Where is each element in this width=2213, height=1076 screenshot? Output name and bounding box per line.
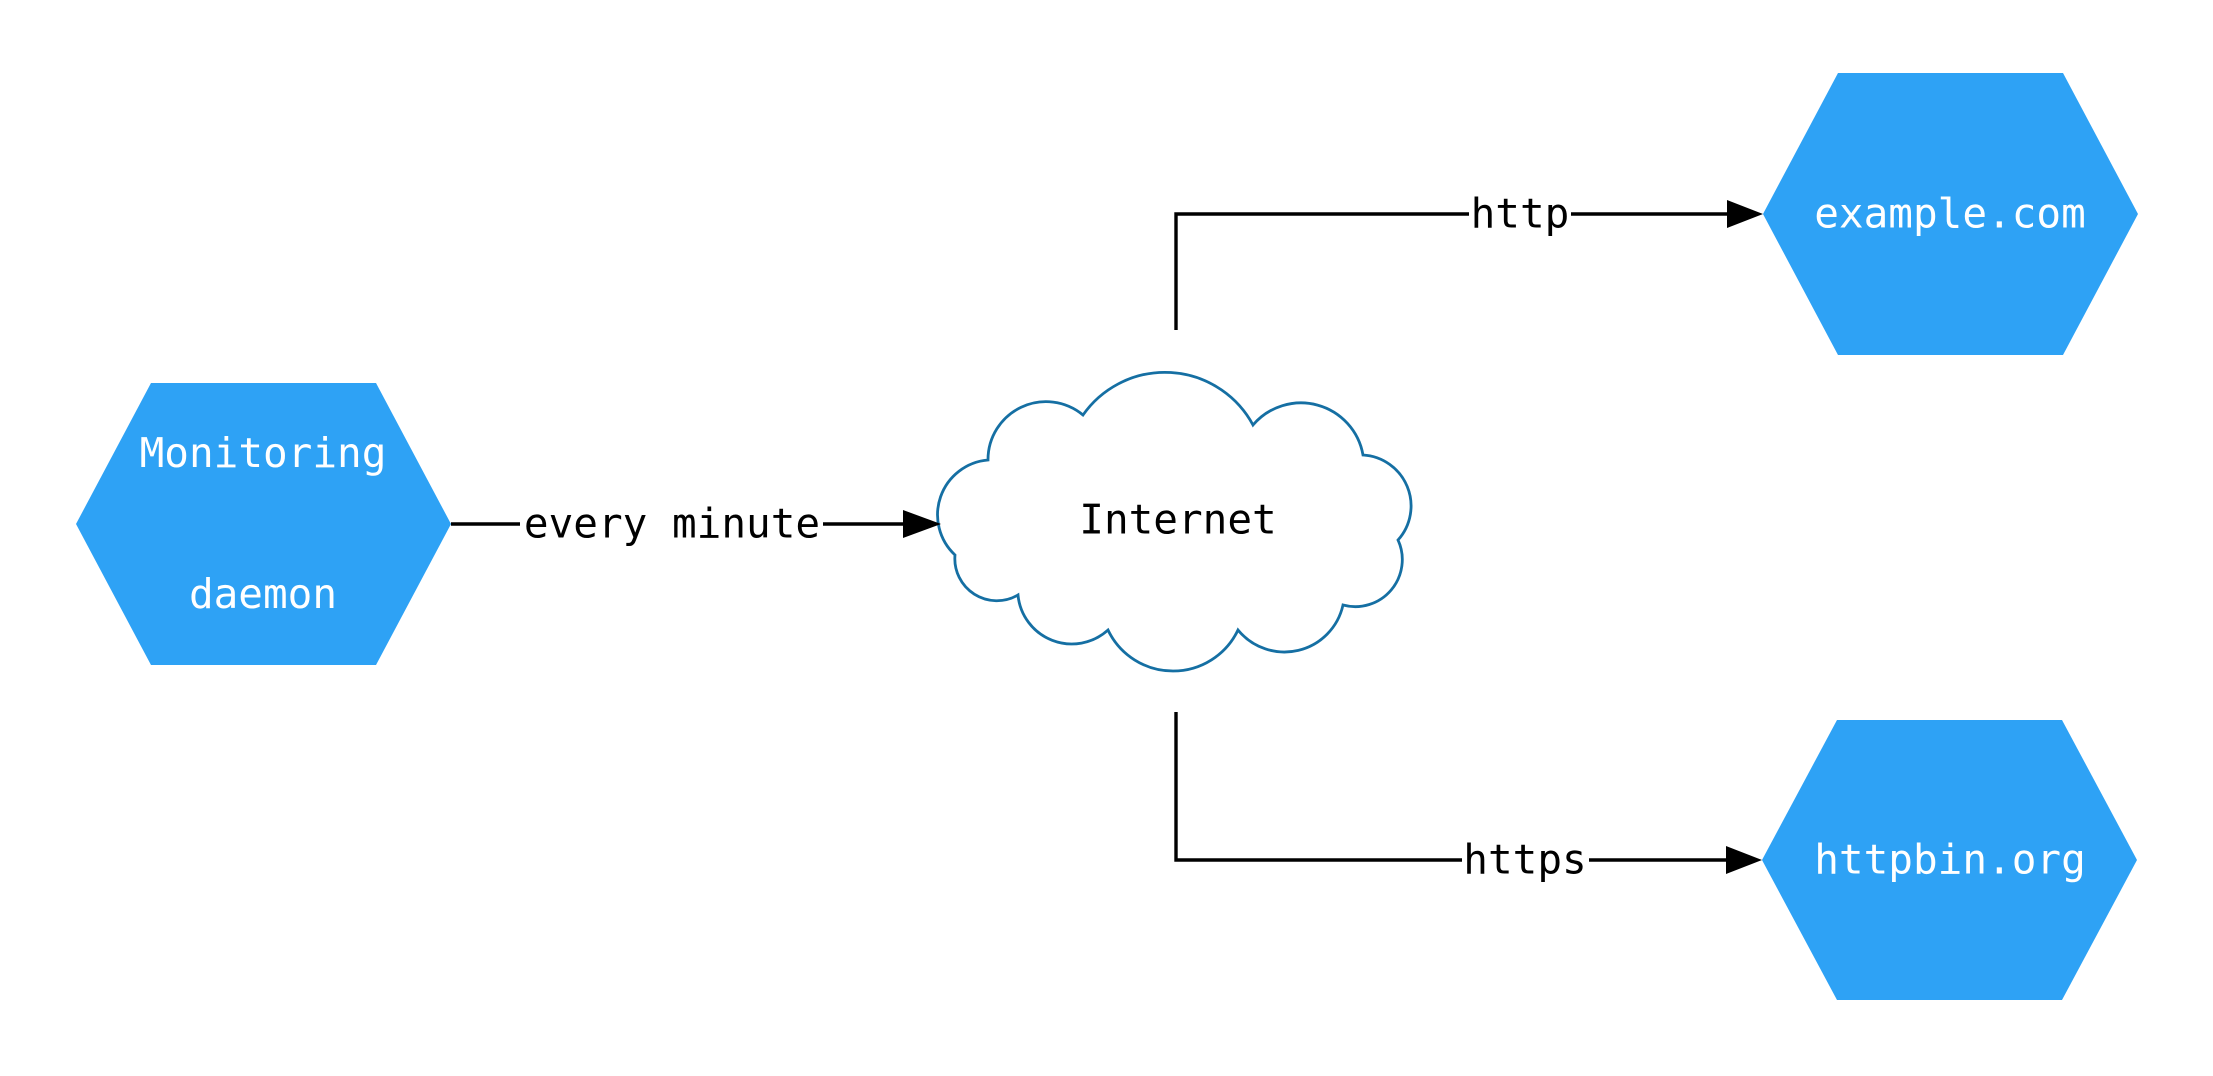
monitoring-daemon-label: Monitoring daemon	[140, 336, 387, 712]
internet-cloud	[936, 370, 1413, 673]
monitoring-daemon-label-line2: daemon	[188, 570, 338, 618]
http-edge-elbow	[1174, 212, 1469, 330]
https-arrowhead-icon	[1726, 846, 1762, 874]
httpbin-org-hexagon	[1762, 720, 2137, 1000]
httpbin-org-label: httpbin.org	[1814, 835, 2086, 884]
https-edge-elbow	[1174, 712, 1462, 862]
every-minute-arrowhead-icon	[903, 510, 941, 538]
http-arrowhead-icon	[1727, 200, 1763, 228]
internet-label: Internet	[1079, 495, 1277, 544]
every-minute-edge-label: every minute	[523, 499, 821, 548]
monitoring-daemon-hexagon	[76, 383, 451, 665]
https-edge-label: https	[1463, 835, 1587, 884]
http-edge-label: http	[1470, 189, 1570, 238]
example-com-hexagon	[1763, 73, 2138, 355]
example-com-label: example.com	[1814, 189, 2086, 238]
monitoring-daemon-label-line1: Monitoring	[139, 429, 387, 477]
